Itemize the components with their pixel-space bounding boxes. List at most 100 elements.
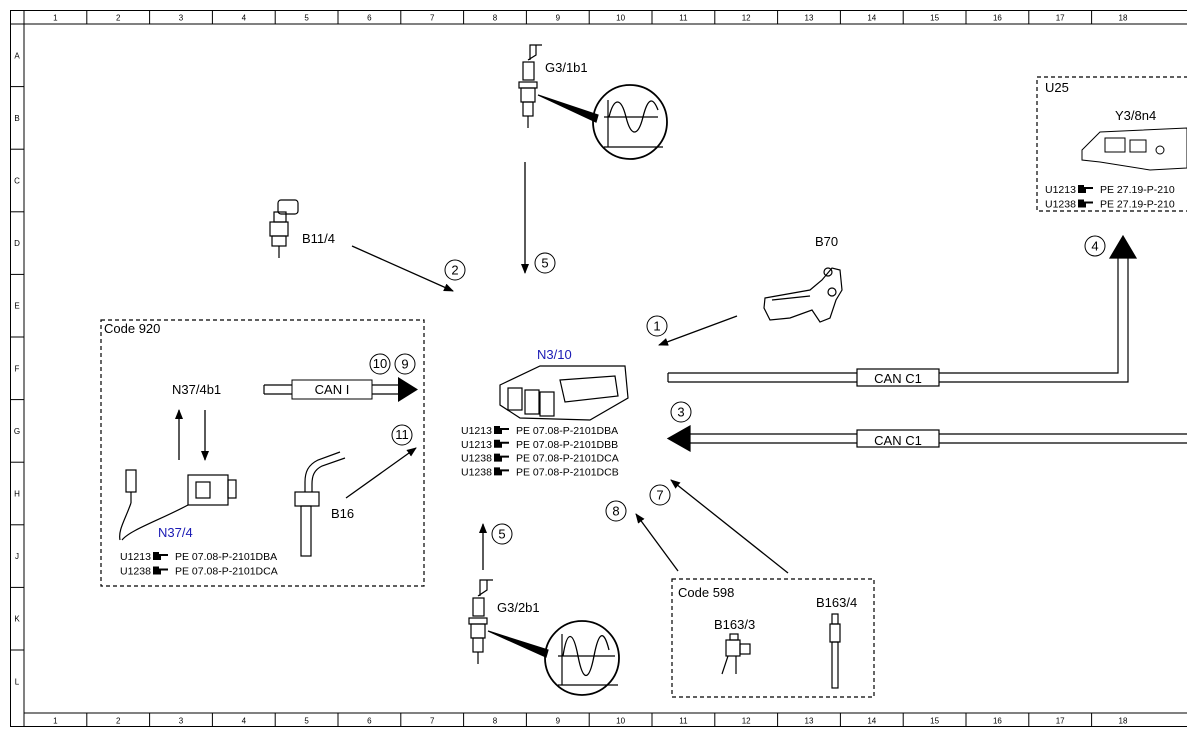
grid-column-label: 16 <box>993 717 1002 726</box>
grid-column-label: 14 <box>867 717 876 726</box>
grid-row-label: H <box>14 490 20 499</box>
reference-row: U1213 PE 27.19-P-210 <box>1045 184 1175 196</box>
label-u25: U25 <box>1045 80 1069 95</box>
label-code-598: Code 598 <box>678 585 734 600</box>
reference-doc-link[interactable]: PE 07.08-P-2101DCB <box>516 466 619 478</box>
reference-doc-link[interactable]: PE 07.08-P-2101DCA <box>516 453 619 465</box>
reference-doc-link[interactable]: PE 07.08-P-2101DBA <box>175 551 277 563</box>
grid-column-label: 18 <box>1119 717 1128 726</box>
reference-row: U1213 PE 07.08-P-2101DBB <box>461 439 618 451</box>
grid-column-label: 18 <box>1119 14 1128 23</box>
grid-row-label: J <box>15 552 19 561</box>
label-n3-10: N3/10 <box>537 347 572 362</box>
svg-text:5: 5 <box>541 256 548 271</box>
grid-column-label: 15 <box>930 717 939 726</box>
grid-column-label: 7 <box>430 14 435 23</box>
pointing-hand-icon <box>494 426 509 434</box>
circled-number-8: 8 <box>605 500 627 522</box>
circled-number-5-top: 5 <box>534 252 556 274</box>
reference-code: U1238 <box>1045 199 1076 211</box>
grid-column-label: 5 <box>304 14 309 23</box>
reference-code: U1238 <box>461 466 492 478</box>
label-b16: B16 <box>331 506 354 521</box>
grid-column-label: 1 <box>53 14 58 23</box>
grid-row-label: F <box>15 364 20 373</box>
reference-row: U1238 PE 07.08-P-2101DCA <box>461 453 619 465</box>
pointing-hand-icon <box>153 552 168 560</box>
label-code-920: Code 920 <box>104 321 160 336</box>
circled-number-1: 1 <box>646 315 668 337</box>
grid-column-label: 16 <box>993 14 1002 23</box>
grid-row-label: K <box>14 615 20 624</box>
svg-text:8: 8 <box>612 504 619 519</box>
label-g3-1b1: G3/1b1 <box>545 60 588 75</box>
svg-text:2: 2 <box>451 263 458 278</box>
grid-column-label: 12 <box>742 14 751 23</box>
grid-column-label: 10 <box>616 717 625 726</box>
pointing-hand-icon <box>494 439 509 448</box>
circled-number-3: 3 <box>670 401 692 423</box>
grid-column-label: 2 <box>116 14 121 23</box>
grid-column-label: 17 <box>1056 717 1065 726</box>
grid-row-label: E <box>14 302 19 311</box>
reference-code: U1238 <box>120 566 151 578</box>
grid-column-label: 14 <box>867 14 876 23</box>
circled-number-4: 4 <box>1084 235 1106 257</box>
grid-column-label: 3 <box>179 717 184 726</box>
grid-column-label: 6 <box>367 717 372 726</box>
reference-code: U1238 <box>461 453 492 465</box>
grid-column-label: 6 <box>367 14 372 23</box>
arrow-b70-to-n3-10 <box>658 315 738 346</box>
svg-text:9: 9 <box>401 357 408 372</box>
code-920-box <box>100 319 425 587</box>
grid-row-label: B <box>14 114 19 123</box>
reference-doc-link[interactable]: PE 27.19-P-210 <box>1100 184 1175 196</box>
grid-column-label: 11 <box>679 14 688 23</box>
arrow-b16-to-n3-10 <box>345 447 417 499</box>
u25-box <box>1036 76 1187 212</box>
grid-column-label: 5 <box>304 717 309 726</box>
reference-doc-link[interactable]: PE 07.08-P-2101DBB <box>516 439 618 451</box>
engine-control-unit-n3-10 <box>499 365 629 421</box>
label-b163-4: B163/4 <box>816 595 857 610</box>
grid-column-label: 13 <box>805 717 814 726</box>
code-598-box <box>671 578 875 698</box>
label-b11-4: B11/4 <box>302 231 335 246</box>
label-n37-4b1: N37/4b1 <box>172 382 221 397</box>
reference-doc-link[interactable]: PE 07.08-P-2101DBA <box>516 425 618 437</box>
circled-number-2: 2 <box>444 259 466 281</box>
grid-column-label: 10 <box>616 14 625 23</box>
transmission-control-unit-y3-8n4 <box>1081 127 1187 171</box>
reference-doc-link[interactable]: PE 27.19-P-210 <box>1100 199 1175 211</box>
reference-row: U1238 PE 07.08-P-2101DCB <box>461 466 619 478</box>
reference-code: U1213 <box>461 425 492 437</box>
circled-number-11: 11 <box>391 424 413 446</box>
circled-number-9: 9 <box>394 353 416 375</box>
sensor-b163-4 <box>829 613 841 689</box>
svg-text:10: 10 <box>373 356 387 371</box>
svg-text:1: 1 <box>653 319 660 334</box>
grid-column-label: 4 <box>242 717 247 726</box>
reference-code: U1213 <box>461 439 492 451</box>
grid-column-label: 9 <box>556 14 561 23</box>
can-i-bus <box>263 377 418 402</box>
reference-code: U1213 <box>1045 184 1076 196</box>
arrow-code-598-to-n3-10-8 <box>635 513 679 572</box>
label-can-i: CAN I <box>315 382 350 397</box>
grid-column-label: 15 <box>930 14 939 23</box>
svg-text:5: 5 <box>498 527 505 542</box>
svg-text:11: 11 <box>395 427 409 442</box>
reference-doc-link[interactable]: PE 07.08-P-2101DCA <box>175 566 278 578</box>
label-y3-8n4: Y3/8n4 <box>1115 108 1156 123</box>
label-n37-4: N37/4 <box>158 525 193 540</box>
grid-column-label: 2 <box>116 717 121 726</box>
grid-column-label: 17 <box>1056 14 1065 23</box>
grid-column-label: 3 <box>179 14 184 23</box>
label-can-c1-bottom: CAN C1 <box>874 433 922 448</box>
reference-row: U1238 PE 27.19-P-210 <box>1045 199 1175 211</box>
grid-column-label: 9 <box>556 717 561 726</box>
grid-column-label: 7 <box>430 717 435 726</box>
